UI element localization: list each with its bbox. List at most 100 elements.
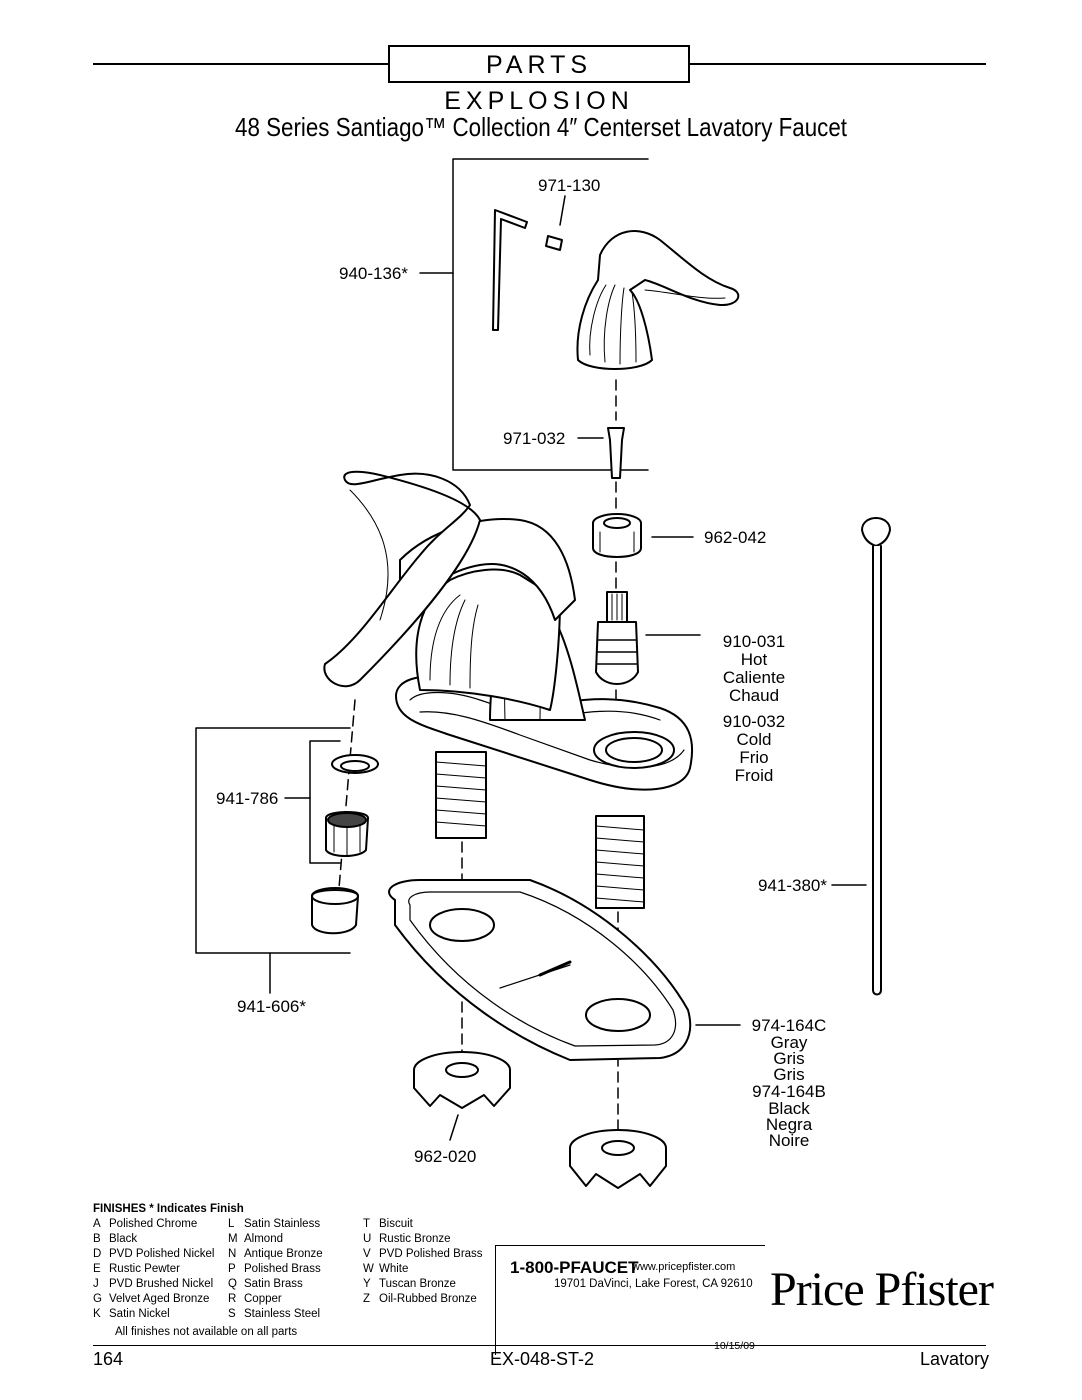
lift-rod-drawing [861,517,891,996]
washer-drawing [331,754,379,774]
finish-code: T [363,1218,371,1230]
label-971-032: 971-032 [503,429,566,448]
aerator-housing-drawing [311,887,359,935]
finish-code: E [93,1263,101,1275]
footer-category: Lavatory [920,1349,990,1369]
finish-name: PVD Polished Nickel [109,1248,215,1260]
leader-962-020 [449,1114,459,1141]
label-910-031-chaud: Chaud [728,686,780,705]
label-941-380: 941-380* [758,876,828,895]
centerline-aerator [337,699,356,901]
aerator-insert-drawing [325,811,369,857]
finish-code: K [93,1308,101,1320]
label-910-031-group: 910-031 Hot Caliente Chaud 910-032 Cold … [700,633,808,785]
finish-name: White [379,1263,409,1275]
label-974-164C: 974-164C [751,1016,827,1035]
handle-drawing [576,230,740,370]
finish-item: A Polished Chrome [93,1217,243,1232]
finish-name: PVD Polished Brass [379,1248,483,1260]
bracket-940-136 [452,158,649,471]
header-rule-right [690,63,986,65]
label-940-136: 940-136* [339,264,409,283]
label-910-032-froid: Froid [734,766,774,785]
label-941-786: 941-786 [216,789,279,808]
finish-name: Rustic Pewter [109,1263,180,1275]
threaded-shank-left-drawing [435,751,487,839]
finish-name: Copper [244,1293,282,1305]
label-974-164B-black: Black [768,1099,810,1118]
bracket-941-606 [195,727,351,954]
finish-name: Satin Brass [244,1278,303,1290]
header-rule-left [93,63,388,65]
finishes-legend: FINISHES * Indicates Finish A Polished Ch… [93,1202,483,1338]
mounting-nut-right-drawing [569,1129,667,1189]
faucet-body-drawing [323,470,694,791]
finish-item: W White [363,1262,513,1277]
finishes-note: All finishes not available on all parts [115,1326,298,1338]
finish-name: Tuscan Bronze [379,1278,456,1290]
label-910-032-frio: Frio [739,748,769,767]
adapter-drawing [607,427,625,479]
threaded-shank-right-drawing [595,815,645,909]
finish-item: Y Tuscan Bronze [363,1277,513,1292]
finish-code: U [363,1233,372,1245]
finish-name: Black [109,1233,138,1245]
finish-name: Polished Brass [244,1263,321,1275]
label-910-032-cold: Cold [736,730,772,749]
website-link[interactable]: www.pricepfister.com [632,1261,736,1273]
page-number: 164 [93,1349,124,1369]
finish-code: J [93,1278,99,1290]
finish-item: S Stainless Steel [228,1307,378,1322]
finish-name: PVD Brushed Nickel [109,1278,214,1290]
finishes-title: FINISHES * Indicates Finish [93,1203,244,1215]
finish-code: Y [363,1278,371,1290]
finish-item: E Rustic Pewter [93,1262,243,1277]
label-974-164C-gray: Gray [770,1033,808,1052]
finish-item: R Copper [228,1292,378,1307]
label-910-032: 910-032 [722,712,786,731]
finish-code: G [93,1293,102,1305]
finish-item: T Biscuit [363,1217,513,1232]
finish-item: K Satin Nickel [93,1307,243,1322]
bonnet-nut-drawing [592,513,642,558]
finish-code: B [93,1233,101,1245]
finish-code: R [228,1293,237,1305]
finish-name: Stainless Steel [244,1308,321,1320]
label-974-164B-noire: Noire [768,1131,810,1150]
finish-code: S [228,1308,236,1320]
finish-item: G Velvet Aged Bronze [93,1292,243,1307]
company-address: 19701 DaVinci, Lake Forest, CA 92610 [554,1278,753,1290]
finish-name: Biscuit [379,1218,413,1230]
contact-box: 1-800-PFAUCET www.pricepfister.com 19701… [495,1245,765,1355]
finish-name: Velvet Aged Bronze [109,1293,210,1305]
finish-item: U Rustic Bronze [363,1232,513,1247]
finish-name: Polished Chrome [109,1218,198,1230]
revision-date: 10/15/09 [714,1340,755,1352]
label-941-606: 941-606* [237,997,307,1016]
finish-name: Rustic Bronze [379,1233,451,1245]
finish-code: Z [363,1293,371,1305]
bracket-941-786 [309,740,341,864]
finish-name: Satin Stainless [244,1218,321,1230]
label-910-031-caliente: Caliente [722,668,786,687]
section-title: PARTS EXPLOSION [388,45,690,115]
finish-code: A [93,1218,101,1230]
finish-name: Antique Bronze [244,1248,323,1260]
label-974-164B-negra: Negra [765,1115,813,1134]
label-974-164C-gris-fr: Gris [773,1065,805,1084]
finish-item: B Black [93,1232,243,1247]
footer-rule [93,1345,986,1346]
finish-code: W [363,1263,374,1275]
label-974-164-group: 974-164C Gray Gris Gris 974-164B Black N… [744,1016,834,1150]
finish-name: Satin Nickel [109,1308,170,1320]
